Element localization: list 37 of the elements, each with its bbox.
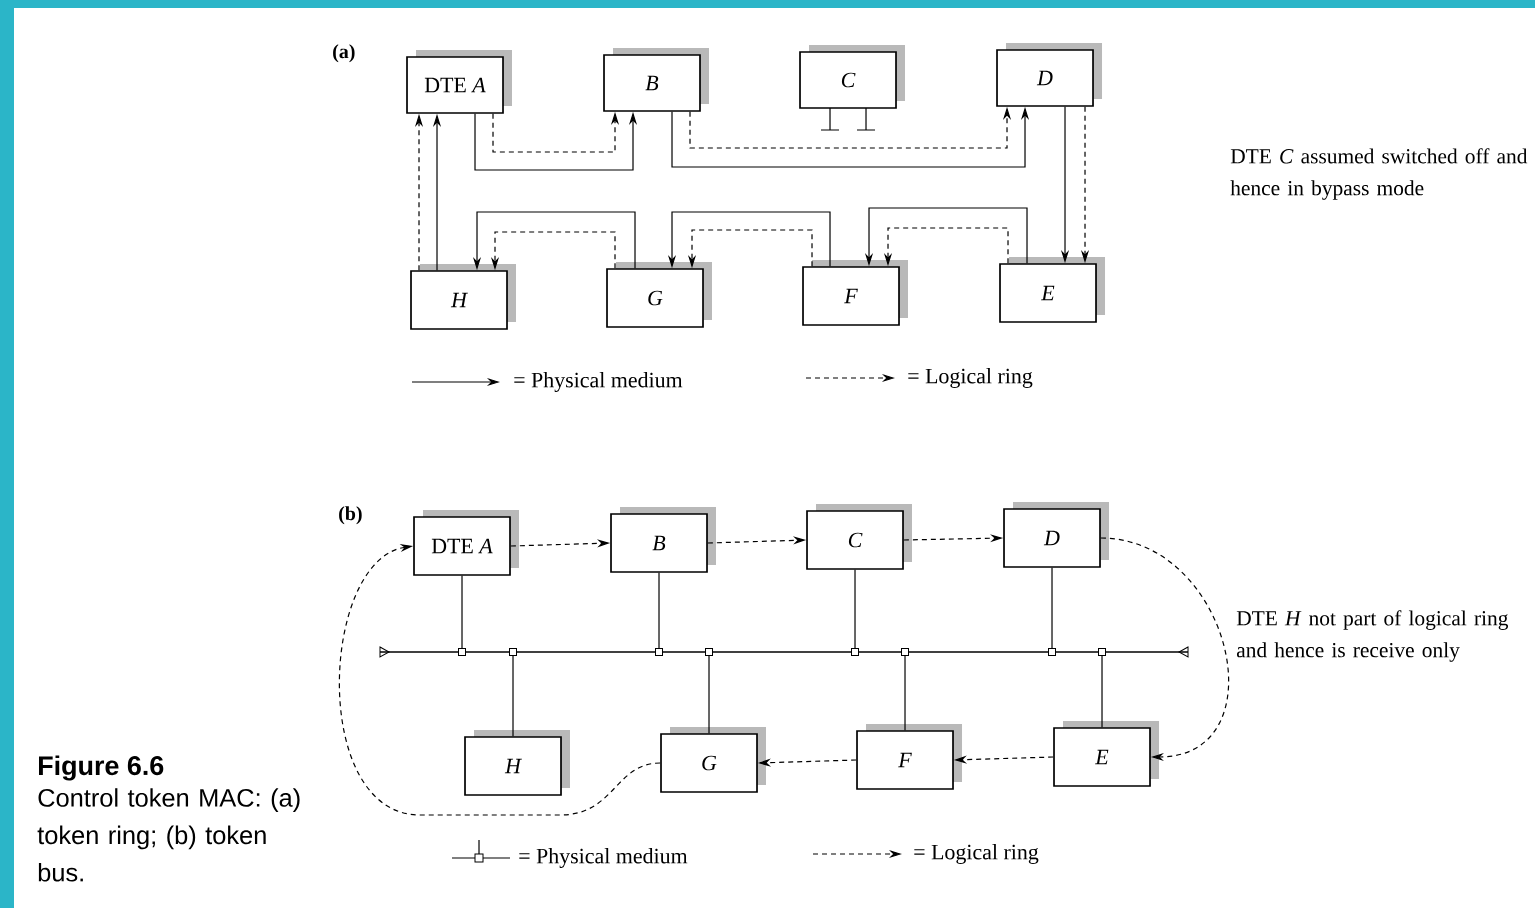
station-box: D [1003, 502, 1109, 568]
station-box: G [660, 727, 766, 793]
legend-text: = Physical medium [519, 848, 688, 868]
station-box: B [610, 507, 716, 573]
station-box: B [603, 48, 709, 112]
caption-text: Control token MAC: (a) token ring; (b) token bus. [37, 788, 300, 882]
note-text: DTE H not part of logical ring and hence is receive only [1236, 610, 1509, 662]
legend-text: = Logical ring [908, 368, 1033, 388]
arrow [338, 543, 661, 816]
station-box: DTE A [406, 50, 512, 114]
station-box: D [996, 43, 1102, 107]
station-box: E [1053, 721, 1159, 787]
tap-line [458, 575, 466, 656]
legend-text: = Logical ring [914, 844, 1039, 864]
station-box: DTE A [413, 510, 519, 576]
tap-line [705, 648, 713, 734]
station-box: F [802, 260, 908, 326]
station-box: H [464, 730, 570, 796]
tap-line [655, 572, 663, 656]
tap-line [509, 648, 517, 737]
arrow [1100, 537, 1230, 762]
station-box: C [806, 504, 912, 570]
station-box: E [999, 257, 1105, 323]
panel-label: (b) [339, 506, 362, 525]
station-box: G [606, 262, 712, 328]
panel-label: (a) [333, 44, 355, 63]
tap-line [1048, 567, 1056, 656]
bus-line [379, 646, 1189, 658]
station-box: F [856, 724, 962, 790]
tap-line [901, 648, 909, 731]
figure-title: Figure 6.6 [39, 755, 164, 781]
tap-line [1098, 648, 1106, 728]
note-text: DTE C assumed switched off and hence in bypass mode [1230, 148, 1528, 200]
tap-line [851, 569, 859, 656]
station-box: C [799, 45, 905, 109]
legend-text: = Physical medium [514, 372, 683, 392]
station-box: H [410, 264, 516, 330]
